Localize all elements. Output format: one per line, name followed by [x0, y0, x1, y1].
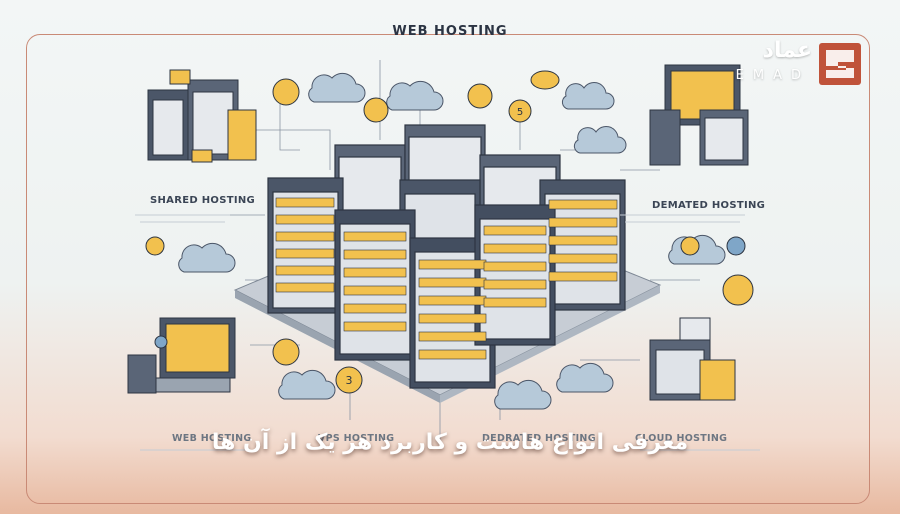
server-racks	[267, 124, 626, 389]
label-shared-hosting: SHARED HOSTING	[150, 195, 256, 206]
web-hosting-illustration	[127, 317, 236, 394]
cloud-hosting-illustration	[649, 317, 736, 401]
brand-mark-icon	[819, 43, 861, 85]
label-vps-hosting: VPS HOSTING	[318, 433, 395, 444]
coin-icons	[145, 70, 754, 394]
caption-title: معرفی انواع هاست و کاربرد هر یک از آن ها	[211, 430, 689, 455]
brand-name-en: EMAD	[735, 68, 810, 83]
label-dedicated-hosting-bottom: DEDRATED HOSTING	[482, 433, 596, 444]
brand-logo: عماد EMAD	[718, 38, 868, 88]
brand-name-fa: عماد	[762, 38, 812, 63]
cloud-icons	[178, 72, 726, 410]
label-cloud-hosting: CLOUD HOSTING	[635, 433, 728, 444]
page-title: WEB HOSTING	[392, 24, 508, 39]
shared-hosting-illustration	[147, 69, 257, 163]
label-web-hosting: WEB HOSTING	[172, 433, 252, 444]
dedicated-hosting-illustration	[649, 64, 749, 166]
coin-label-2: 3	[346, 374, 353, 387]
label-dedicated-hosting: DEMATED HOSTING	[652, 200, 766, 211]
coin-label-1: 5	[517, 107, 523, 118]
